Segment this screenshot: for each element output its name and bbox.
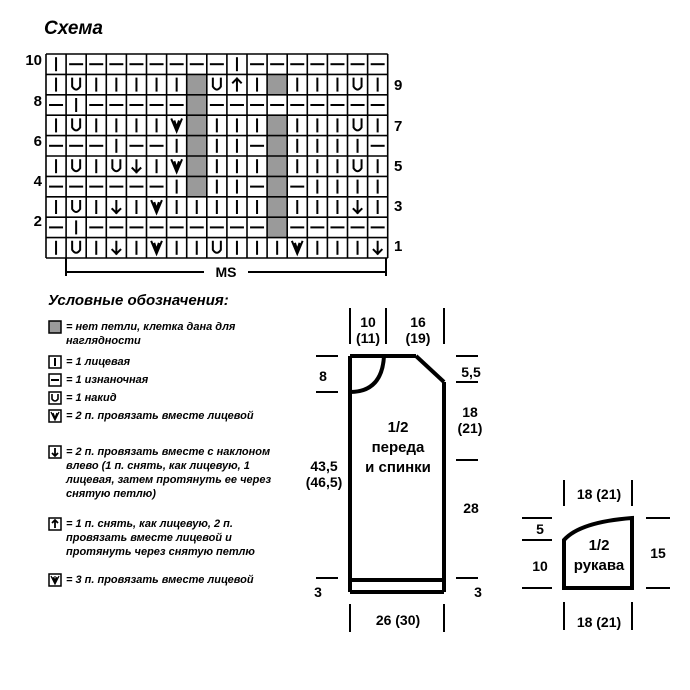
- row-number-2: 2: [33, 213, 42, 230]
- no-stitch-cell: [267, 74, 288, 95]
- legend-text: = нет петли, клетка дана для наглядности: [66, 321, 236, 347]
- legend-text: = 1 накид: [66, 392, 117, 404]
- legend-item-k3tog: = 3 п. провязать вместе лицевой: [48, 573, 296, 587]
- top-left-width: 10(11): [355, 314, 381, 346]
- legend-item-grey: = нет петли, клетка дана для наглядности: [48, 320, 296, 348]
- yarn-over-icon: [352, 77, 363, 91]
- armhole-height: 18(21): [457, 404, 483, 436]
- no-stitch-cell: [186, 74, 207, 95]
- slip-slip-knit-icon: [131, 159, 142, 174]
- yarn-over-icon: [111, 159, 122, 173]
- knit-two-together-icon: [290, 240, 304, 257]
- slip-slip-knit-icon: [110, 240, 122, 256]
- slip-slip-knit-icon: [372, 240, 384, 256]
- row-number-10: 10: [25, 52, 42, 69]
- no-stitch-cell: [186, 135, 207, 156]
- row-number-3: 3: [394, 198, 403, 215]
- row-number-7: 7: [394, 118, 403, 135]
- knit-two-together-icon: [170, 158, 183, 175]
- yarn-over-icon: [48, 391, 62, 405]
- row-number-9: 9: [394, 77, 403, 94]
- legend-text: = 1 лицевая: [66, 356, 131, 368]
- yarn-over-icon: [211, 77, 222, 91]
- row-number-8: 8: [33, 93, 42, 110]
- no-stitch-cell: [267, 176, 288, 197]
- purl-stitch-icon: [48, 373, 62, 387]
- row-number-6: 6: [33, 133, 42, 150]
- hem-right: 3: [474, 584, 482, 600]
- slip-knit-pass-icon: [231, 77, 243, 92]
- slip-slip-knit-icon: [110, 200, 122, 215]
- yarn-over-icon: [71, 240, 82, 254]
- chart-grid: [45, 53, 389, 259]
- legend-item-yo: = 1 накид: [48, 391, 296, 405]
- sleeve-cap-left: 10: [532, 558, 548, 574]
- slip-slip-knit-icon: [352, 200, 363, 215]
- no-stitch-cell: [267, 135, 288, 156]
- armhole-depth: 8: [319, 368, 327, 384]
- row-number-5: 5: [394, 158, 403, 175]
- slip-knit-pass-icon: [48, 517, 62, 531]
- hem-left: 3: [314, 584, 322, 600]
- yarn-over-icon: [352, 159, 363, 173]
- slip-slip-knit-icon: [48, 445, 62, 459]
- legend-item-skp: = 1 п. снять, как лицевую, 2 п. провязат…: [48, 517, 296, 559]
- yarn-over-icon: [211, 240, 222, 254]
- legend-item-k2tog: = 2 п. провязать вместе лицевой: [48, 409, 296, 423]
- sleeve-top-width: 18 (21): [576, 486, 622, 502]
- legend-text: = 3 п. провязать вместе лицевой: [66, 574, 254, 586]
- legend-title: Условные обозначения:: [48, 292, 229, 309]
- top-right-width: 16(19): [405, 314, 431, 346]
- row-number-1: 1: [394, 238, 403, 255]
- sleeve-cap-top: 5: [536, 521, 544, 537]
- sleeve-schematic: [522, 480, 670, 630]
- repeat-label: MS: [216, 264, 237, 280]
- knit-two-together-icon: [48, 409, 62, 423]
- yarn-over-icon: [71, 159, 82, 173]
- yarn-over-icon: [71, 118, 82, 132]
- repeat-bracket: [65, 258, 387, 276]
- row-number-4: 4: [33, 173, 42, 190]
- no-stitch-cell: [186, 156, 207, 177]
- legend-item-purl: = 1 изнаночная: [48, 373, 296, 387]
- bottom-width: 26 (30): [375, 612, 421, 628]
- yarn-over-icon: [352, 118, 363, 132]
- knit-two-together-icon: [150, 199, 163, 216]
- legend-text: = 2 п. провязать вместе с наклоном влево…: [66, 446, 272, 500]
- chart-title: Схема: [44, 18, 104, 39]
- no-stitch-cell: [186, 176, 207, 197]
- legend-item-knit: = 1 лицевая: [48, 355, 296, 369]
- knit-three-together-icon: [48, 573, 62, 587]
- total-height: 43,5(46,5): [305, 458, 343, 490]
- knit-two-together-icon: [170, 118, 183, 134]
- no-stitch-cell: [267, 115, 288, 136]
- knit-two-together-icon: [150, 240, 163, 257]
- grey-cell-icon: [48, 320, 62, 334]
- side-length: 28: [463, 500, 479, 516]
- legend-text: = 2 п. провязать вместе лицевой: [66, 410, 254, 422]
- body-schematic: [316, 308, 478, 632]
- no-stitch-cell: [267, 196, 288, 218]
- yarn-over-icon: [71, 77, 82, 91]
- shoulder-drop: 5,5: [461, 364, 481, 380]
- legend-text: = 1 изнаночная: [66, 374, 149, 386]
- knit-stitch-icon: [48, 355, 62, 369]
- legend-item-ssk: = 2 п. провязать вместе с наклоном влево…: [48, 445, 296, 501]
- no-stitch-cell: [267, 217, 288, 238]
- no-stitch-cell: [186, 115, 207, 136]
- yarn-over-icon: [71, 200, 82, 213]
- sleeve-right-height: 15: [650, 545, 666, 561]
- no-stitch-cell: [186, 94, 207, 116]
- no-stitch-cell: [267, 156, 288, 177]
- sleeve-bottom-width: 18 (21): [576, 614, 622, 630]
- legend-text: = 1 п. снять, как лицевую, 2 п. провязат…: [66, 518, 255, 558]
